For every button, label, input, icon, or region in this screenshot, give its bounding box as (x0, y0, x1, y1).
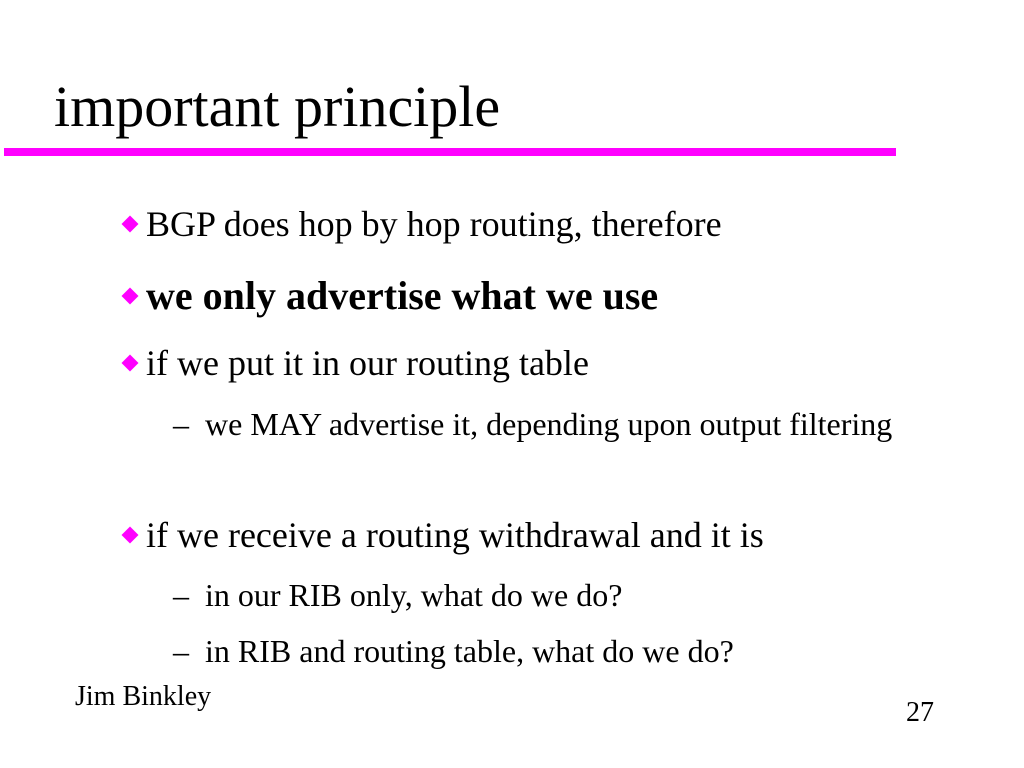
dash-marker: – (173, 406, 189, 442)
bullet-item: BGP does hop by hop routing, therefore (120, 206, 722, 242)
bullet-item: if we receive a routing withdrawal and i… (120, 517, 764, 553)
bullet-item: if we put it in our routing table (120, 345, 589, 381)
bullet-text: we only advertise what we use (146, 273, 659, 318)
bullet-text: BGP does hop by hop routing, therefore (146, 204, 722, 244)
sub-bullet-item: – in RIB and routing table, what do we d… (173, 629, 933, 673)
page-number: 27 (906, 697, 934, 728)
sub-bullet-item: – in our RIB only, what do we do? (173, 573, 933, 617)
sub-bullet-text: in RIB and routing table, what do we do? (205, 633, 734, 669)
bullet-text: if we receive a routing withdrawal and i… (146, 515, 764, 555)
diamond-bullet-icon (121, 287, 139, 305)
diamond-bullet-icon (121, 526, 139, 544)
dash-marker: – (173, 633, 189, 669)
bullet-item: we only advertise what we use (120, 276, 658, 316)
sub-bullet-text: in our RIB only, what do we do? (205, 577, 623, 613)
sub-bullet-text: we MAY advertise it, depending upon outp… (205, 406, 893, 442)
diamond-bullet-icon (121, 354, 139, 372)
sub-bullet-item: – we MAY advertise it, depending upon ou… (173, 402, 933, 446)
diamond-bullet-icon (121, 215, 139, 233)
dash-marker: – (173, 577, 189, 613)
title-underline (4, 148, 896, 156)
bullet-text: if we put it in our routing table (146, 343, 589, 383)
footer-author: Jim Binkley (75, 681, 212, 712)
slide-title: important principle (54, 74, 501, 139)
